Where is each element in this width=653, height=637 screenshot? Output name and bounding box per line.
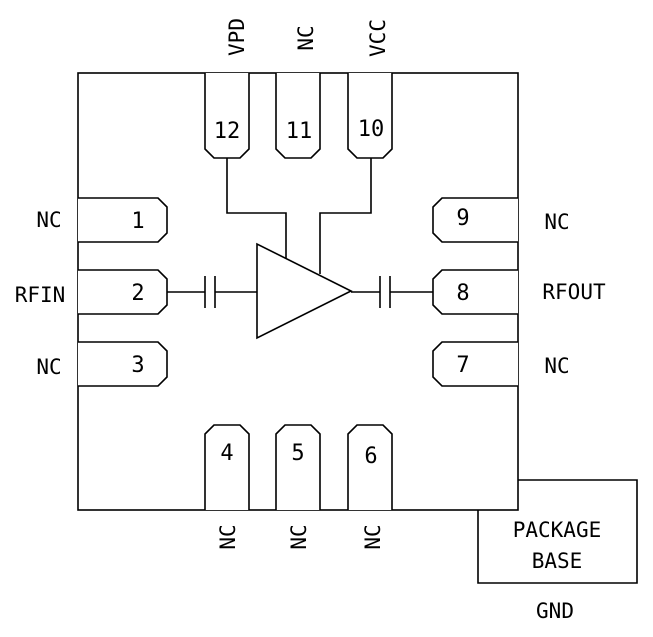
vcc-wire (319, 158, 372, 274)
pin-label-7: NC (544, 354, 569, 378)
pin-pad-7 (432, 341, 518, 387)
pin-label-4: NC (216, 524, 240, 549)
pin-number-12: 12 (214, 119, 241, 144)
pin-label-2: RFIN (15, 283, 66, 307)
pin-number-8: 8 (456, 281, 469, 306)
pin-number-7: 7 (456, 353, 469, 378)
pin-label-1: NC (36, 208, 61, 232)
pin-pad-5 (275, 424, 321, 510)
pin-pad-10 (347, 73, 393, 159)
pin-label-9: NC (544, 210, 569, 234)
package-base-line1: PACKAGE (513, 518, 602, 542)
pin-pad-11 (275, 73, 321, 159)
pin-pad-9 (432, 197, 518, 243)
pin-number-10: 10 (358, 117, 385, 142)
pin-label-11: NC (294, 25, 318, 50)
pin-number-3: 3 (131, 353, 144, 378)
pin-pad-12 (204, 73, 250, 159)
pin-pad-2 (78, 269, 168, 315)
pin-number-11: 11 (286, 119, 313, 144)
package-base-box (477, 479, 638, 584)
pin-label-12: VPD (225, 18, 249, 56)
pin-number-5: 5 (291, 441, 304, 466)
pin-pad-3 (78, 341, 168, 387)
gnd-label: GND (536, 599, 574, 623)
pin-number-1: 1 (131, 209, 144, 234)
pin-label-10: VCC (366, 19, 390, 57)
amplifier-triangle (256, 242, 353, 340)
pin-number-4: 4 (220, 441, 233, 466)
pin-label-8: RFOUT (542, 280, 606, 304)
pin-label-5: NC (287, 524, 311, 549)
pin-pad-6 (347, 424, 393, 510)
pin-number-9: 9 (456, 206, 469, 231)
pin-label-3: NC (36, 355, 61, 379)
pin-number-2: 2 (131, 281, 144, 306)
pin-pad-1 (78, 197, 168, 243)
package-base-line2: BASE (532, 549, 583, 573)
pin-pad-8 (432, 269, 518, 315)
pin-label-6: NC (361, 524, 385, 549)
vpd-wire (226, 158, 287, 258)
pin-pad-4 (204, 424, 250, 510)
pin-number-6: 6 (364, 444, 377, 469)
